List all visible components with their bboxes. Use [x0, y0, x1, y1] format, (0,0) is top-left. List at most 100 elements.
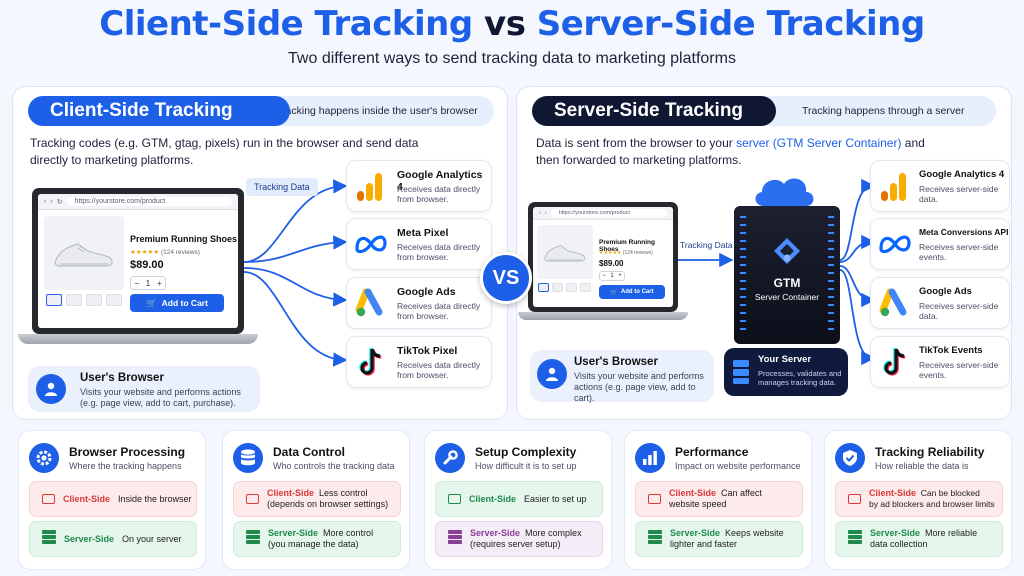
client-url-bar[interactable]: ‹ › ↻ https://yourstore.com/product	[38, 194, 238, 210]
client-url-field[interactable]: https://yourstore.com/product	[66, 197, 232, 206]
server-side-row: Server-Side Keeps website lighter and fa…	[635, 521, 803, 557]
client-side-row: Client-Side Can be blocked by ad blocker…	[835, 481, 1003, 517]
rating-stars: ★★★★★ (124 reviews)	[130, 249, 200, 256]
user-icon	[537, 359, 567, 389]
thumbnail-4[interactable]	[580, 283, 591, 292]
client-tracking-data-tag: Tracking Data	[246, 178, 318, 196]
client-user-title: User's Browser	[80, 372, 164, 384]
page-title: Client-Side Tracking vs Server-Side Trac…	[0, 4, 1024, 44]
client-side-row: Client-Side Less control (depends on bro…	[233, 481, 401, 517]
server-platform-card-tiktok: TikTok Events Receives server-side event…	[870, 336, 1010, 388]
thumbnail-3[interactable]	[86, 294, 102, 306]
reload-icon[interactable]: ↻	[56, 198, 63, 206]
meta-icon	[879, 235, 911, 254]
google-analytics-icon	[881, 173, 906, 201]
server-platform-card-google-ads: Google Ads Receives server-side data.	[870, 277, 1010, 329]
back-icon[interactable]: ‹	[539, 210, 541, 216]
browser-window-icon	[648, 494, 661, 504]
product-price: $89.00	[130, 259, 164, 271]
forward-icon[interactable]: ›	[544, 210, 547, 216]
tiktok-icon	[359, 347, 382, 376]
wrench-icon	[435, 443, 465, 473]
comparison-card-performance: Performance Impact on website performanc…	[624, 430, 812, 570]
server-rack-icon	[733, 360, 749, 384]
page-subtitle: Two different ways to send tracking data…	[288, 50, 736, 67]
rating-stars: ★★★★★ (124 reviews)	[599, 250, 653, 256]
server-url-field[interactable]: https://yourstore.com/product	[550, 209, 667, 217]
server-side-row: Server-Side More control (you manage the…	[233, 521, 401, 557]
server-data-arrows	[839, 178, 876, 366]
shoe-icon	[544, 245, 586, 262]
quantity-stepper[interactable]: − 1 +	[130, 276, 166, 290]
server-platform-card-meta-capi: Meta Conversions API Receives server-sid…	[870, 218, 1010, 270]
thumbnail-2[interactable]	[66, 294, 82, 306]
client-side-row: Client-Side Inside the browser	[29, 481, 197, 517]
client-platform-card-tiktok: TikTok Pixel Receives data directly from…	[346, 336, 492, 388]
server-pill: Server-Side Tracking	[532, 96, 776, 126]
server-user-box: User's Browser Visits your website and p…	[530, 350, 714, 403]
shoe-image	[44, 216, 124, 290]
client-pill-note: Tracking happens inside the user's brows…	[250, 96, 494, 126]
browser-window-icon	[848, 494, 861, 504]
browser-to-server-arrow	[678, 252, 734, 268]
thumbnail-3[interactable]	[566, 283, 577, 292]
add-to-cart-button[interactable]: 🛒 Add to Cart	[599, 285, 665, 299]
server-pill-note: Tracking happens through a server	[756, 96, 996, 126]
back-icon[interactable]: ‹	[44, 198, 47, 205]
thumbnail-1[interactable]	[46, 294, 62, 306]
gtm-subtitle: Server Container	[754, 292, 820, 302]
client-description: Tracking codes (e.g. GTM, gtag, pixels) …	[30, 136, 419, 167]
client-laptop-base	[18, 334, 258, 344]
server-tracking-data-tag: Tracking Data	[680, 240, 733, 250]
user-icon	[36, 374, 66, 404]
google-ads-icon	[355, 288, 383, 317]
server-laptop: ‹ › https://yourstore.com/product Premiu…	[528, 202, 678, 312]
meta-icon	[355, 235, 387, 254]
comparison-card-data-control: Data Control Who controls the tracking d…	[222, 430, 410, 570]
vs-badge: VS	[480, 252, 532, 304]
server-side-row: Server-Side On your server	[29, 521, 197, 557]
server-side-row: Server-Side More reliable data collectio…	[835, 521, 1003, 557]
client-platform-card-ga4: Google Analytics 4 Receives data directl…	[346, 160, 492, 212]
cart-icon: 🛒	[146, 297, 157, 308]
product-price: $89.00	[599, 259, 624, 268]
thumbnail-4[interactable]	[106, 294, 122, 306]
thumbnail-2[interactable]	[552, 283, 563, 292]
gtm-title: GTM	[773, 276, 801, 290]
client-side-row: Client-Side Easier to set up	[435, 481, 603, 517]
comparison-card-tracking-reliability: Tracking Reliability How reliable the da…	[824, 430, 1012, 570]
client-platform-card-google-ads: Google Ads Receives data directly from b…	[346, 277, 492, 329]
server-rack-icon	[246, 529, 260, 549]
add-to-cart-button[interactable]: 🛒 Add to Cart	[130, 294, 224, 312]
gtm-server-tower: GTM Server Container	[734, 206, 840, 344]
product-name: Premium Running Shoes	[130, 234, 238, 244]
thumbnail-1[interactable]	[538, 283, 549, 292]
browser-window-icon	[42, 494, 55, 504]
server-side-row: Server-Side More complex (requires serve…	[435, 521, 603, 557]
browser-window-icon	[448, 494, 461, 504]
client-platform-card-meta: Meta Pixel Receives data directly from b…	[346, 218, 492, 270]
server-user-title: User's Browser	[574, 356, 658, 368]
browser-window-icon	[246, 494, 259, 504]
server-url-bar[interactable]: ‹ › https://yourstore.com/product	[533, 207, 673, 220]
cloud-icon	[755, 178, 814, 206]
cart-icon: 🛒	[610, 289, 618, 296]
shield-check-icon	[835, 443, 865, 473]
client-data-arrows	[243, 179, 348, 367]
shoe-image	[537, 225, 593, 279]
forward-icon[interactable]: ›	[50, 198, 53, 205]
server-rack-icon	[648, 529, 662, 549]
comparison-card-browser-processing: Browser Processing Where the tracking ha…	[18, 430, 206, 570]
title-vs: vs	[484, 4, 526, 44]
server-rack-icon	[448, 529, 462, 549]
server-rack-icon	[848, 529, 862, 549]
client-user-box: User's Browser Visits your website and p…	[28, 366, 260, 412]
server-browser-window: ‹ › https://yourstore.com/product Premiu…	[533, 207, 673, 307]
server-platform-card-ga4: Google Analytics 4 Receives server-side …	[870, 160, 1010, 212]
google-analytics-icon	[357, 173, 382, 201]
client-pill: Client-Side Tracking	[28, 96, 290, 126]
shoe-icon	[54, 243, 113, 267]
bar-chart-icon	[635, 443, 665, 473]
quantity-stepper[interactable]: − 1 +	[599, 271, 625, 281]
server-laptop-base	[518, 312, 688, 320]
